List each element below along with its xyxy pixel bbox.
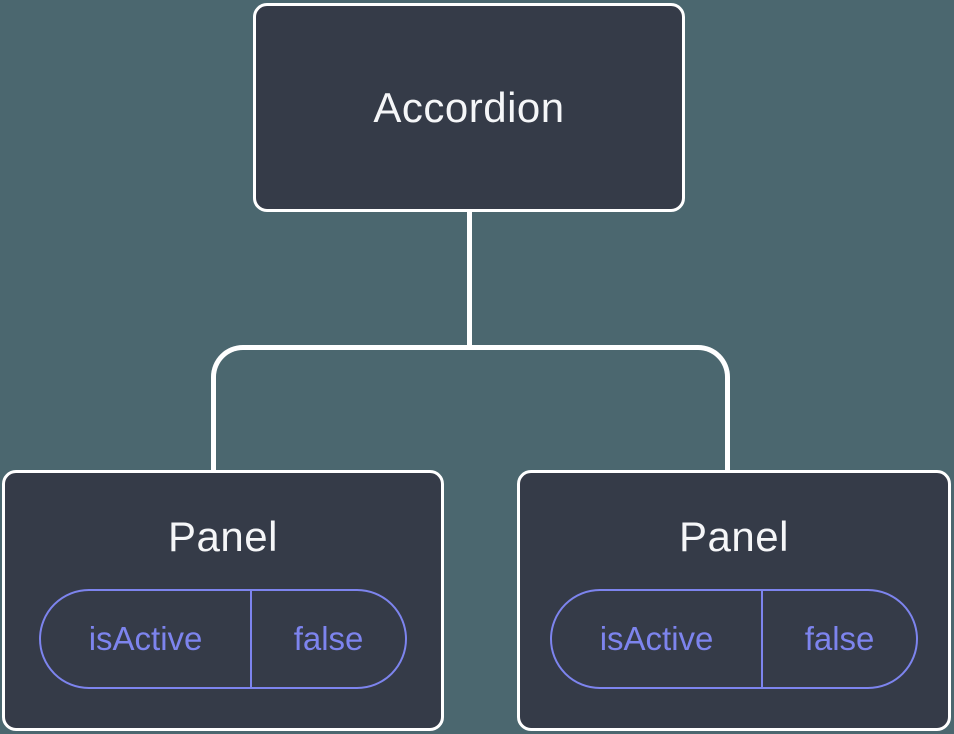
state-key: isActive — [552, 590, 764, 687]
panel-node-left: Panel isActive false — [2, 470, 444, 731]
panel-node-label: Panel — [168, 512, 278, 560]
panel-node-label: Panel — [679, 512, 789, 560]
state-pill: isActive false — [39, 588, 407, 689]
accordion-node: Accordion — [253, 3, 685, 212]
connector-branch-bracket — [211, 345, 730, 470]
state-pill: isActive false — [550, 588, 918, 689]
connector-stem-line — [467, 211, 472, 350]
panel-node-right: Panel isActive false — [517, 470, 951, 731]
accordion-node-label: Accordion — [373, 83, 565, 131]
state-value: false — [293, 619, 364, 657]
state-value: false — [804, 619, 875, 657]
state-key: isActive — [41, 590, 253, 687]
